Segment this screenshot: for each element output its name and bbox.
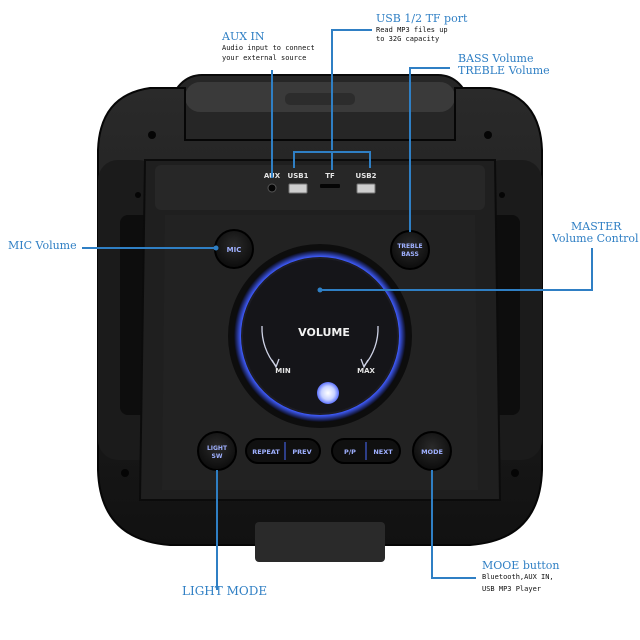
usb1-label: USB1 bbox=[288, 172, 309, 180]
usb1-port[interactable] bbox=[288, 183, 308, 194]
mic-button-label: MIC bbox=[227, 246, 242, 254]
aux-port[interactable] bbox=[267, 183, 277, 193]
master-volume-dial[interactable] bbox=[228, 244, 412, 428]
mode-button-title: MOOE button bbox=[482, 559, 560, 572]
bass-label: BASS bbox=[401, 251, 419, 258]
usb-tf-note-1: Read MP3 files up bbox=[376, 26, 448, 34]
aux-in-title: AUX IN bbox=[222, 30, 265, 43]
usb2-port[interactable] bbox=[356, 183, 376, 194]
bass-volume-title: BASS Volume bbox=[458, 52, 534, 65]
max-label: MAX bbox=[357, 367, 375, 375]
mode-note-2: USB MP3 Player bbox=[482, 585, 542, 593]
led-indicator bbox=[317, 382, 339, 404]
usb-tf-leader bbox=[331, 29, 372, 150]
master-title: MASTER bbox=[571, 220, 622, 233]
treble-volume-title: TREBLE Volume bbox=[458, 64, 550, 77]
volume-label: VOLUME bbox=[298, 326, 350, 339]
usb2-label: USB2 bbox=[356, 172, 377, 180]
tf-slot[interactable] bbox=[320, 184, 340, 188]
treble-bass-knob[interactable] bbox=[390, 230, 430, 270]
pp-next-rocker[interactable] bbox=[331, 438, 401, 464]
mode-note-1: Bluetooth,AUX IN, bbox=[482, 573, 554, 581]
tf-label: TF bbox=[325, 172, 335, 180]
master-leader bbox=[320, 248, 593, 291]
light-label: LIGHT bbox=[207, 445, 228, 452]
mode-leader bbox=[431, 470, 476, 579]
bottom-grille bbox=[255, 522, 385, 562]
usb-tf-note-2: to 32G capacity bbox=[376, 35, 440, 43]
sw-label: SW bbox=[212, 453, 223, 460]
prev-label: PREV bbox=[292, 448, 311, 456]
carry-handle[interactable] bbox=[171, 74, 469, 146]
usb-tf-title: USB 1/2 TF port bbox=[376, 12, 468, 25]
repeat-prev-rocker[interactable] bbox=[245, 438, 321, 464]
pp-label: P/P bbox=[344, 448, 356, 456]
mode-label: MODE bbox=[421, 448, 443, 456]
min-label: MIN bbox=[275, 367, 291, 375]
next-label: NEXT bbox=[373, 448, 393, 456]
repeat-label: REPEAT bbox=[252, 448, 280, 456]
light-mode-title: LIGHT MODE bbox=[182, 584, 268, 598]
mic-volume-title: MIC Volume bbox=[8, 239, 77, 252]
aux-in-note-1: Audio input to connect bbox=[222, 44, 315, 52]
treble-label: TREBLE bbox=[397, 243, 422, 250]
callout-lines bbox=[82, 29, 593, 590]
volume-control-title: Volume Control bbox=[552, 232, 639, 245]
aux-in-note-2: your external source bbox=[222, 54, 307, 62]
bass-treble-leader bbox=[409, 67, 450, 232]
